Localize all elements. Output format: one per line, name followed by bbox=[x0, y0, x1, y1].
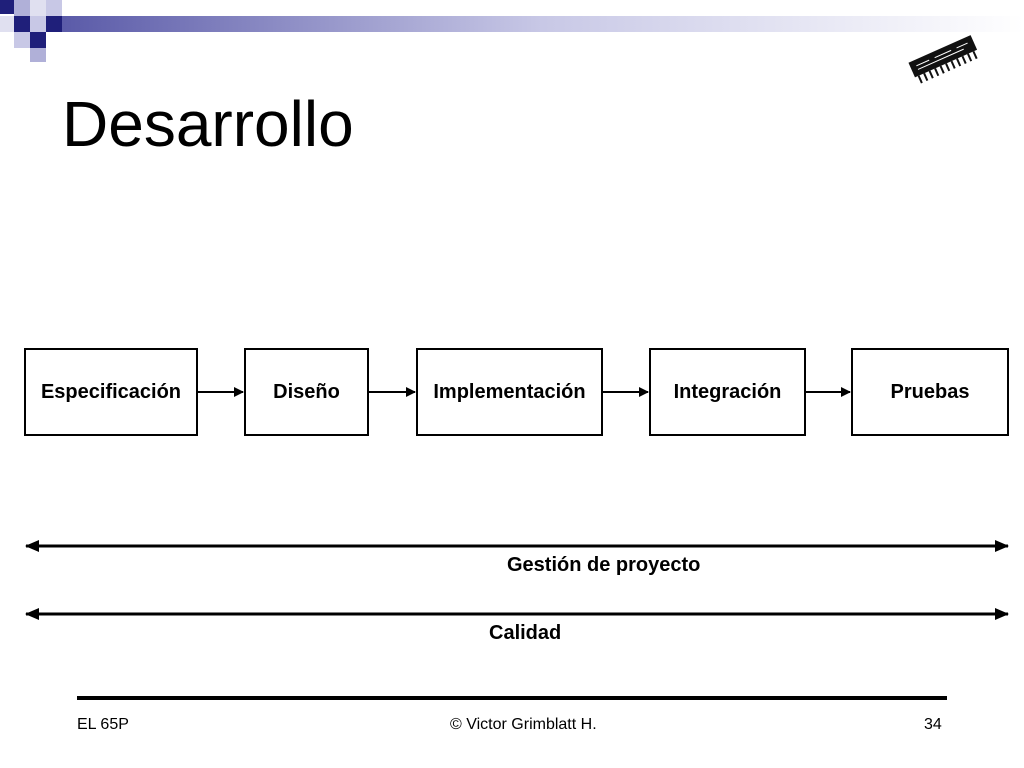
step-especificacion: Especificación bbox=[24, 348, 198, 436]
step-diseno: Diseño bbox=[244, 348, 369, 436]
corner-decoration bbox=[0, 0, 1024, 62]
slide-title: Desarrollo bbox=[62, 88, 354, 160]
band-label-gestion: Gestión de proyecto bbox=[507, 554, 701, 576]
footer-divider bbox=[77, 696, 947, 700]
band-label-calidad: Calidad bbox=[489, 622, 562, 644]
footer-course: EL 65P bbox=[77, 716, 129, 733]
step-integracion: Integración bbox=[649, 348, 806, 436]
chip-icon bbox=[908, 35, 978, 84]
footer-copyright: © Victor Grimblatt H. bbox=[450, 716, 597, 733]
footer-page-number: 34 bbox=[924, 716, 942, 733]
step-pruebas: Pruebas bbox=[851, 348, 1009, 436]
step-implementacion: Implementación bbox=[416, 348, 603, 436]
